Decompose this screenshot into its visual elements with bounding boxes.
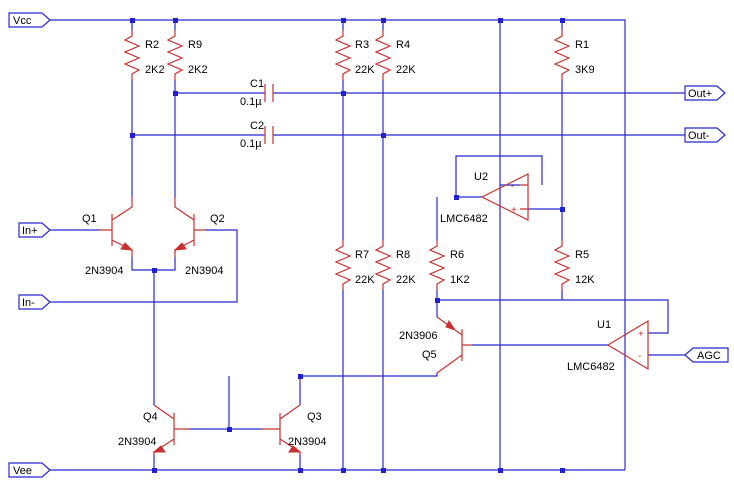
junction-dot [560,468,565,473]
transistor-q2-part: 2N3904 [185,265,224,277]
transistor-q4: Q4 2N3904 [118,404,190,455]
port-in-plus-label: In+ [22,225,38,237]
junction-dot [130,133,135,138]
resistor-r7: R7 22K [334,240,375,290]
transistor-q3-ref: Q3 [307,411,322,423]
opamp-u1-plus-pin: + [638,329,644,340]
opamp-u1-ref: U1 [597,319,611,331]
opamp-u2-plus-pin: + [511,205,517,216]
resistor-r4: R4 22K [374,30,416,80]
junction-dot [341,18,346,23]
resistor-r1: R1 3K9 [553,30,595,80]
resistor-r9: R9 2K2 [166,30,208,80]
port-out-minus-label: Out- [688,130,710,142]
capacitor-c1: C1 0.1µ [240,78,274,108]
capacitor-c1-value: 0.1µ [240,96,262,108]
capacitor-c2-ref: C2 [250,120,264,132]
transistor-q3: Q3 2N3904 [262,404,327,455]
port-out-minus: Out- [684,127,726,143]
port-in-minus-label: In- [22,297,35,309]
transistor-q4-part: 2N3904 [118,436,157,448]
resistor-r7-ref: R7 [355,249,369,261]
transistor-q5-part: 2N3906 [399,330,438,342]
capacitor-c1-ref: C1 [250,78,264,90]
port-agc: AGC [684,347,729,363]
resistor-r8: R8 22K [374,240,416,290]
junction-dot [454,195,459,200]
resistor-r6: R6 1K2 [428,240,470,290]
junction-dot [381,133,386,138]
port-out-plus-label: Out+ [688,88,712,100]
resistor-r1-ref: R1 [575,39,589,51]
junction-dot [341,91,346,96]
capacitor-c2-value: 0.1µ [240,138,262,150]
opamp-u2-part: LMC6482 [440,213,488,225]
resistor-r8-ref: R8 [396,249,410,261]
opamp-u2-ref: U2 [474,171,488,183]
resistor-r2-value: 2K2 [145,64,165,76]
transistor-q2: Q2 2N3904 [173,197,225,277]
resistor-r5: R5 12K [553,240,595,290]
junctions [130,18,565,473]
junction-dot [498,468,503,473]
junction-dot [381,468,386,473]
opamp-u1: + - U1 LMC6482 [567,319,649,373]
junction-dot [341,468,346,473]
junction-dot [298,468,303,473]
resistor-r8-value: 22K [396,274,416,286]
resistor-r4-ref: R4 [396,39,410,51]
resistor-r6-value: 1K2 [450,274,470,286]
junction-dot [152,468,157,473]
opamp-u2-minus-pin: - [511,181,514,192]
transistor-q3-part: 2N3904 [288,436,327,448]
port-vee-label: Vee [13,465,32,477]
transistor-q5-ref: Q5 [422,349,437,361]
junction-dot [298,374,303,379]
junction-dot [560,207,565,212]
junction-dot [130,18,135,23]
resistor-r5-value: 12K [575,274,595,286]
transistor-q1-part: 2N3904 [85,265,124,277]
transistor-q4-ref: Q4 [143,411,158,423]
port-in-plus: In+ [18,222,51,238]
junction-dot [227,427,232,432]
opamp-u1-minus-pin: - [638,351,641,362]
port-out-plus: Out+ [684,85,726,101]
transistor-q2-ref: Q2 [210,213,225,225]
port-in-minus: In- [18,294,51,310]
resistor-r3-value: 22K [355,64,375,76]
junction-dot [498,18,503,23]
resistor-r2: R2 2K2 [123,30,165,80]
port-agc-label: AGC [697,350,721,362]
junction-dot [173,18,178,23]
resistor-r2-ref: R2 [145,39,159,51]
resistor-r6-ref: R6 [450,249,464,261]
resistor-r7-value: 22K [355,274,375,286]
resistor-r9-ref: R9 [188,39,202,51]
transistor-q1: Q1 2N3904 [82,197,134,277]
capacitor-c2: C2 0.1µ [240,120,274,150]
resistor-r3-ref: R3 [355,39,369,51]
wires [50,19,685,471]
port-vcc: Vcc [8,12,51,28]
junction-dot [435,298,440,303]
port-vcc-label: Vcc [13,15,32,27]
port-vee: Vee [8,462,51,478]
resistor-r9-value: 2K2 [188,64,208,76]
resistor-r5-ref: R5 [575,249,589,261]
junction-dot [560,18,565,23]
junction-dot [173,91,178,96]
transistor-q1-ref: Q1 [82,213,97,225]
junction-dot [381,18,386,23]
transistor-q5: 2N3906 Q5 [399,316,472,374]
opamp-u1-part: LMC6482 [567,361,615,373]
resistor-r3: R3 22K [334,30,375,80]
junction-dot [152,268,157,273]
opamp-u2: - + U2 LMC6482 [440,171,529,225]
resistor-r1-value: 3K9 [575,64,595,76]
resistor-r4-value: 22K [396,64,416,76]
